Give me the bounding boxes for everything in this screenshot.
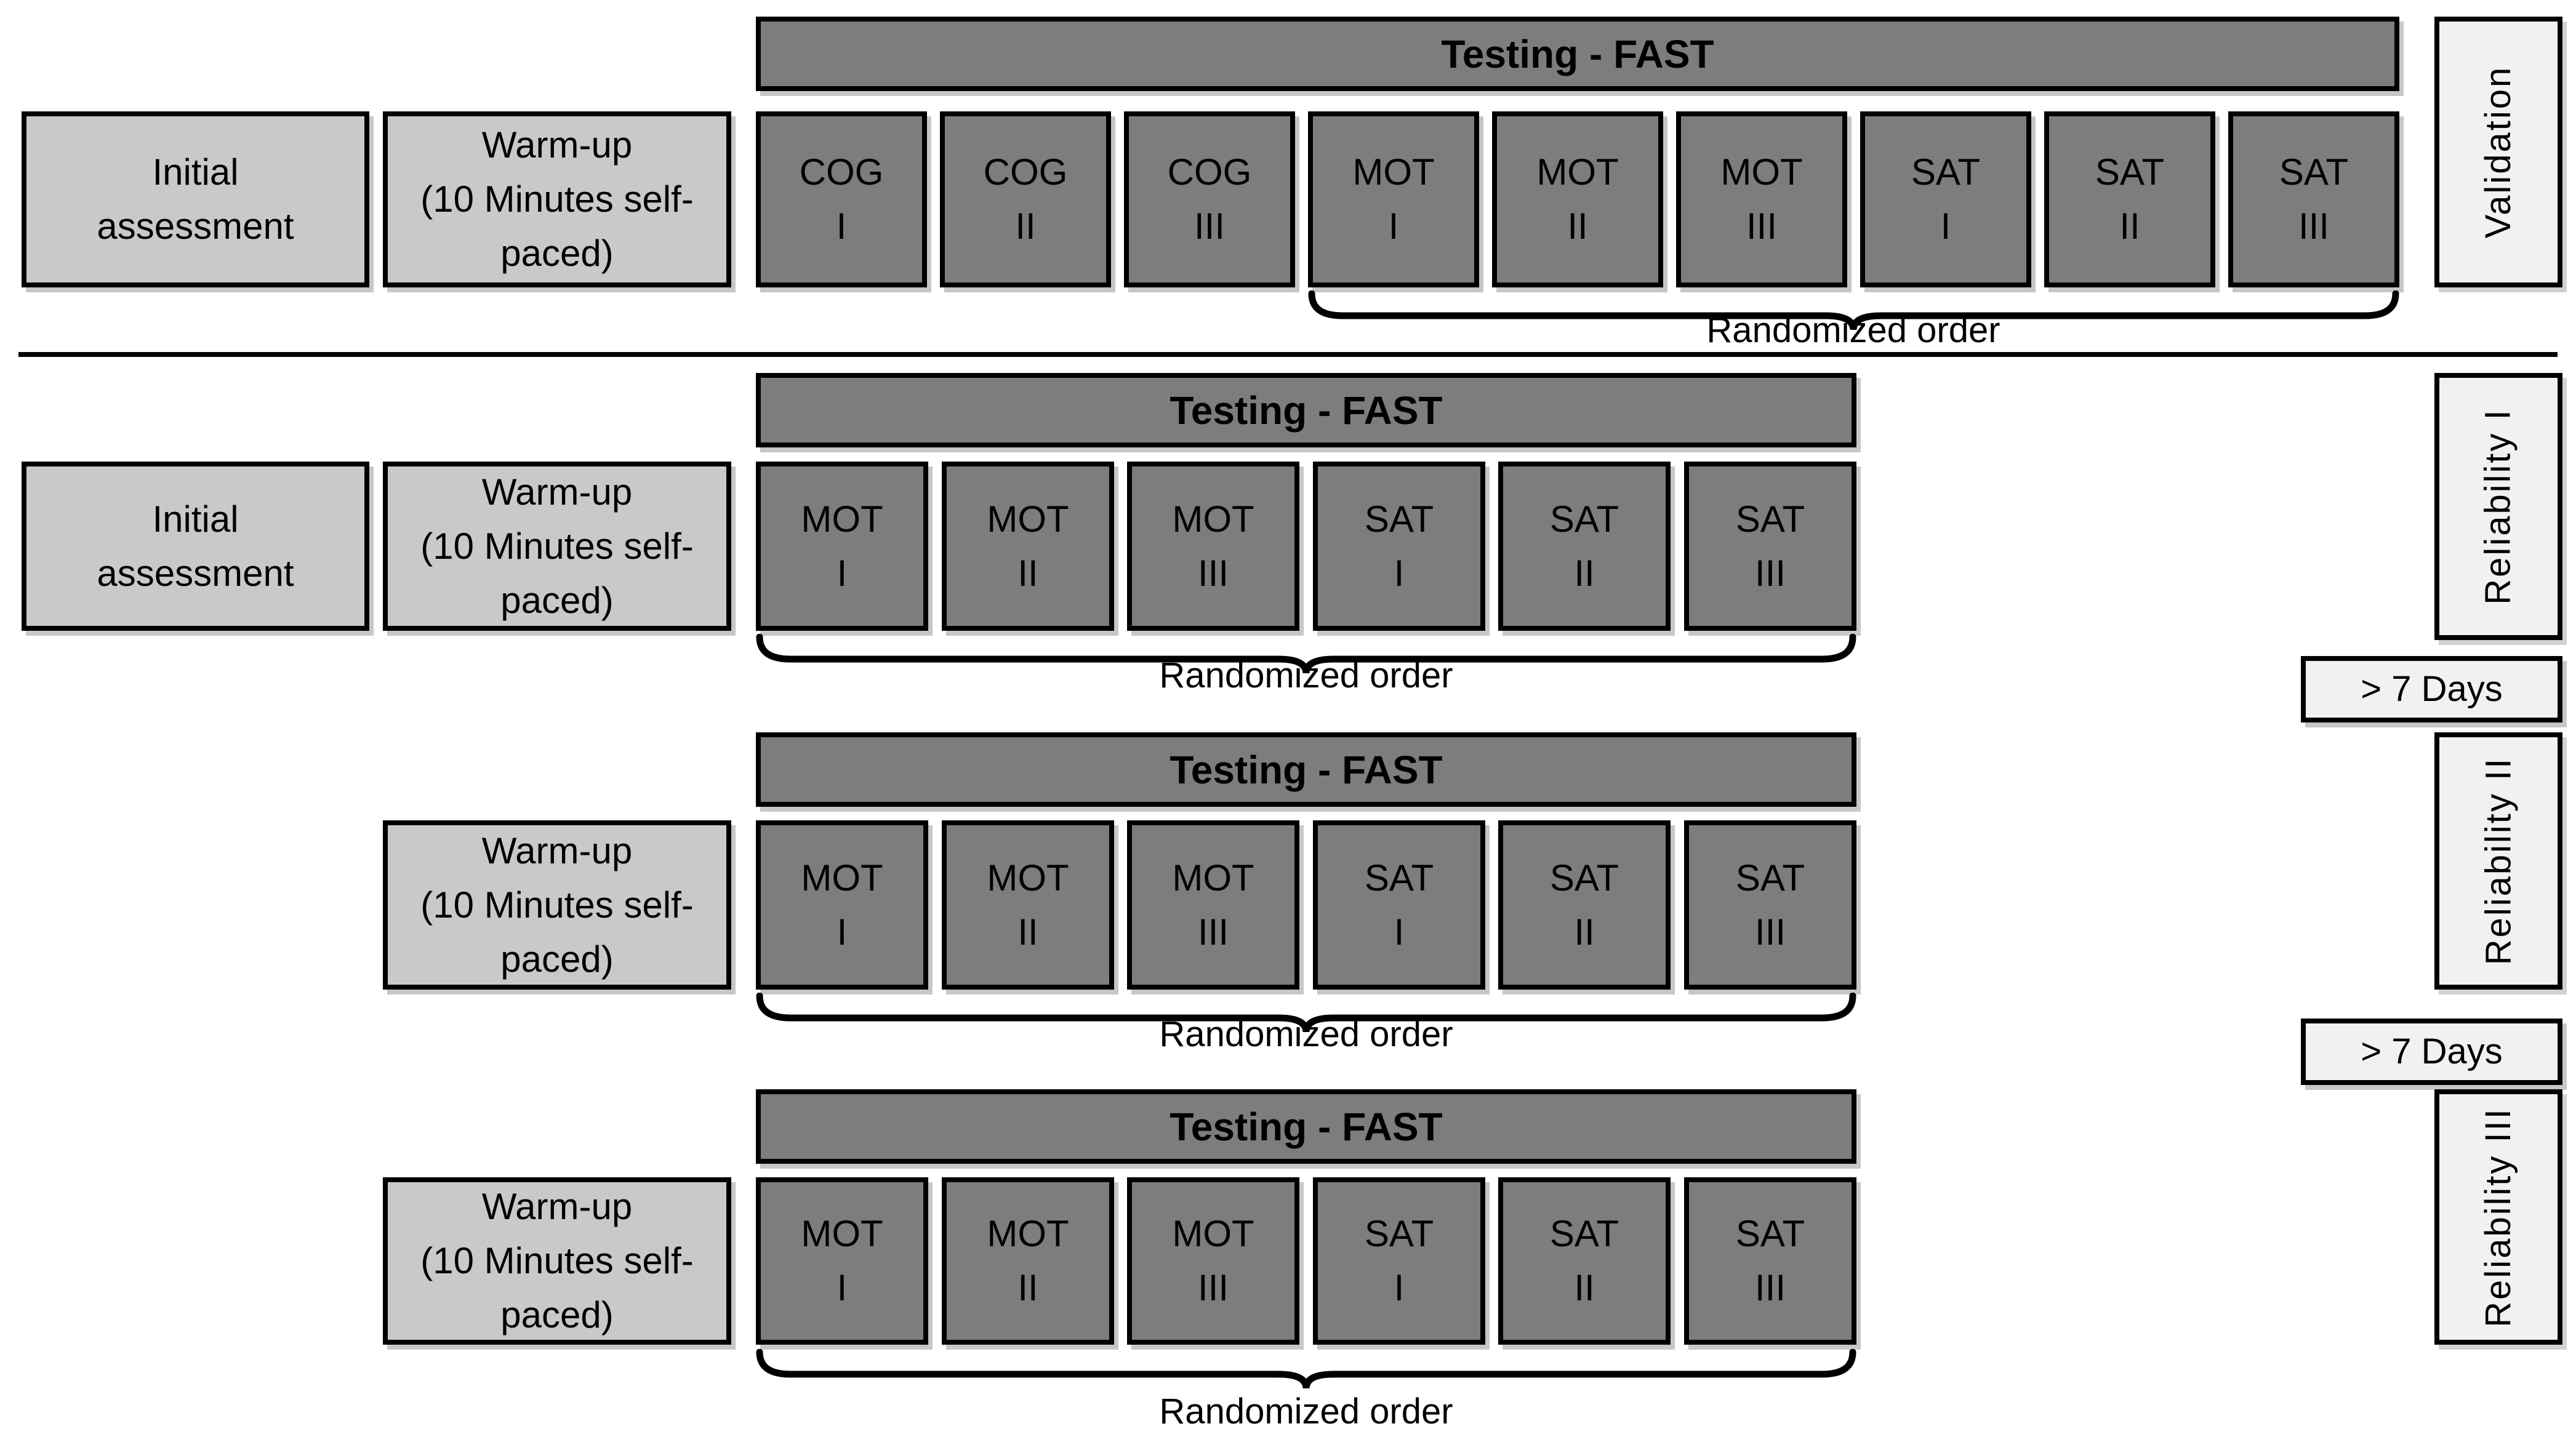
- test-box-cog-1: COG I: [756, 111, 927, 287]
- test-box-sat-2-validation: SAT II: [2044, 111, 2215, 287]
- section-divider-line: [18, 352, 2558, 357]
- randomized-order-brace-validation: [1308, 290, 2399, 330]
- test-box-sat-3-reliability-1: SAT III: [1684, 462, 1856, 631]
- test-box-mot-2-reliability-2: MOT II: [942, 820, 1114, 990]
- test-box-mot-2-reliability-1: MOT II: [942, 462, 1114, 631]
- test-box-mot-1-reliability-3: MOT I: [756, 1177, 928, 1345]
- randomized-order-brace-reliability-3: [756, 1349, 1856, 1389]
- interval-box-1: > 7 Days: [2301, 656, 2562, 723]
- test-box-mot-2-reliability-3: MOT II: [942, 1177, 1114, 1345]
- test-box-mot-1-reliability-2: MOT I: [756, 820, 928, 990]
- test-box-mot-3-reliability-2: MOT III: [1127, 820, 1299, 990]
- test-box-mot-1-validation: MOT I: [1308, 111, 1479, 287]
- randomized-order-brace-reliability-2: [756, 993, 1856, 1033]
- phase-label-reliability-3: Reliability III: [2434, 1089, 2562, 1345]
- testing-fast-header-reliability-3: Testing - FAST: [756, 1089, 1856, 1164]
- test-box-sat-1-reliability-2: SAT I: [1313, 820, 1485, 990]
- phase-label-reliability-1-text: Reliability I: [2478, 408, 2518, 605]
- test-box-sat-1-reliability-1: SAT I: [1313, 462, 1485, 631]
- warm-up-box-validation: Warm-up (10 Minutes self- paced): [383, 111, 731, 287]
- randomized-order-label-reliability-3: Randomized order: [1159, 1391, 1453, 1431]
- phase-label-reliability-3-text: Reliability III: [2478, 1107, 2518, 1327]
- phase-label-validation: Validation: [2434, 17, 2562, 287]
- test-box-sat-2-reliability-2: SAT II: [1498, 820, 1671, 990]
- test-box-sat-3-validation: SAT III: [2228, 111, 2399, 287]
- test-box-cog-2: COG II: [940, 111, 1111, 287]
- initial-assessment-box-reliability-1: Initial assessment: [22, 462, 369, 631]
- initial-assessment-box-validation: Initial assessment: [22, 111, 369, 287]
- testing-fast-header-validation: Testing - FAST: [756, 17, 2399, 91]
- test-box-sat-1-validation: SAT I: [1860, 111, 2031, 287]
- phase-label-reliability-1: Reliability I: [2434, 373, 2562, 640]
- testing-fast-header-reliability-2: Testing - FAST: [756, 732, 1856, 807]
- test-box-mot-1-reliability-1: MOT I: [756, 462, 928, 631]
- phase-label-reliability-2-text: Reliability II: [2478, 756, 2519, 966]
- test-box-sat-2-reliability-3: SAT II: [1498, 1177, 1671, 1345]
- warm-up-box-reliability-2: Warm-up (10 Minutes self- paced): [383, 820, 731, 990]
- test-box-sat-3-reliability-2: SAT III: [1684, 820, 1856, 990]
- test-box-mot-3-validation: MOT III: [1676, 111, 1847, 287]
- test-box-sat-2-reliability-1: SAT II: [1498, 462, 1671, 631]
- randomized-order-label-reliability-2: Randomized order: [1159, 1014, 1453, 1054]
- phase-label-reliability-2: Reliability II: [2434, 732, 2562, 990]
- test-box-sat-3-reliability-3: SAT III: [1684, 1177, 1856, 1345]
- randomized-order-label-reliability-1: Randomized order: [1159, 655, 1453, 695]
- interval-box-2: > 7 Days: [2301, 1019, 2562, 1085]
- phase-label-validation-text: Validation: [2478, 65, 2518, 239]
- test-box-mot-3-reliability-1: MOT III: [1127, 462, 1299, 631]
- test-box-cog-3: COG III: [1124, 111, 1295, 287]
- test-box-sat-1-reliability-3: SAT I: [1313, 1177, 1485, 1345]
- test-box-mot-3-reliability-3: MOT III: [1127, 1177, 1299, 1345]
- randomized-order-brace-reliability-1: [756, 634, 1856, 674]
- test-box-mot-2-validation: MOT II: [1492, 111, 1663, 287]
- warm-up-box-reliability-3: Warm-up (10 Minutes self- paced): [383, 1177, 731, 1345]
- testing-fast-header-reliability-1: Testing - FAST: [756, 373, 1856, 447]
- randomized-order-label-validation: Randomized order: [1706, 310, 2000, 350]
- warm-up-box-reliability-1: Warm-up (10 Minutes self- paced): [383, 462, 731, 631]
